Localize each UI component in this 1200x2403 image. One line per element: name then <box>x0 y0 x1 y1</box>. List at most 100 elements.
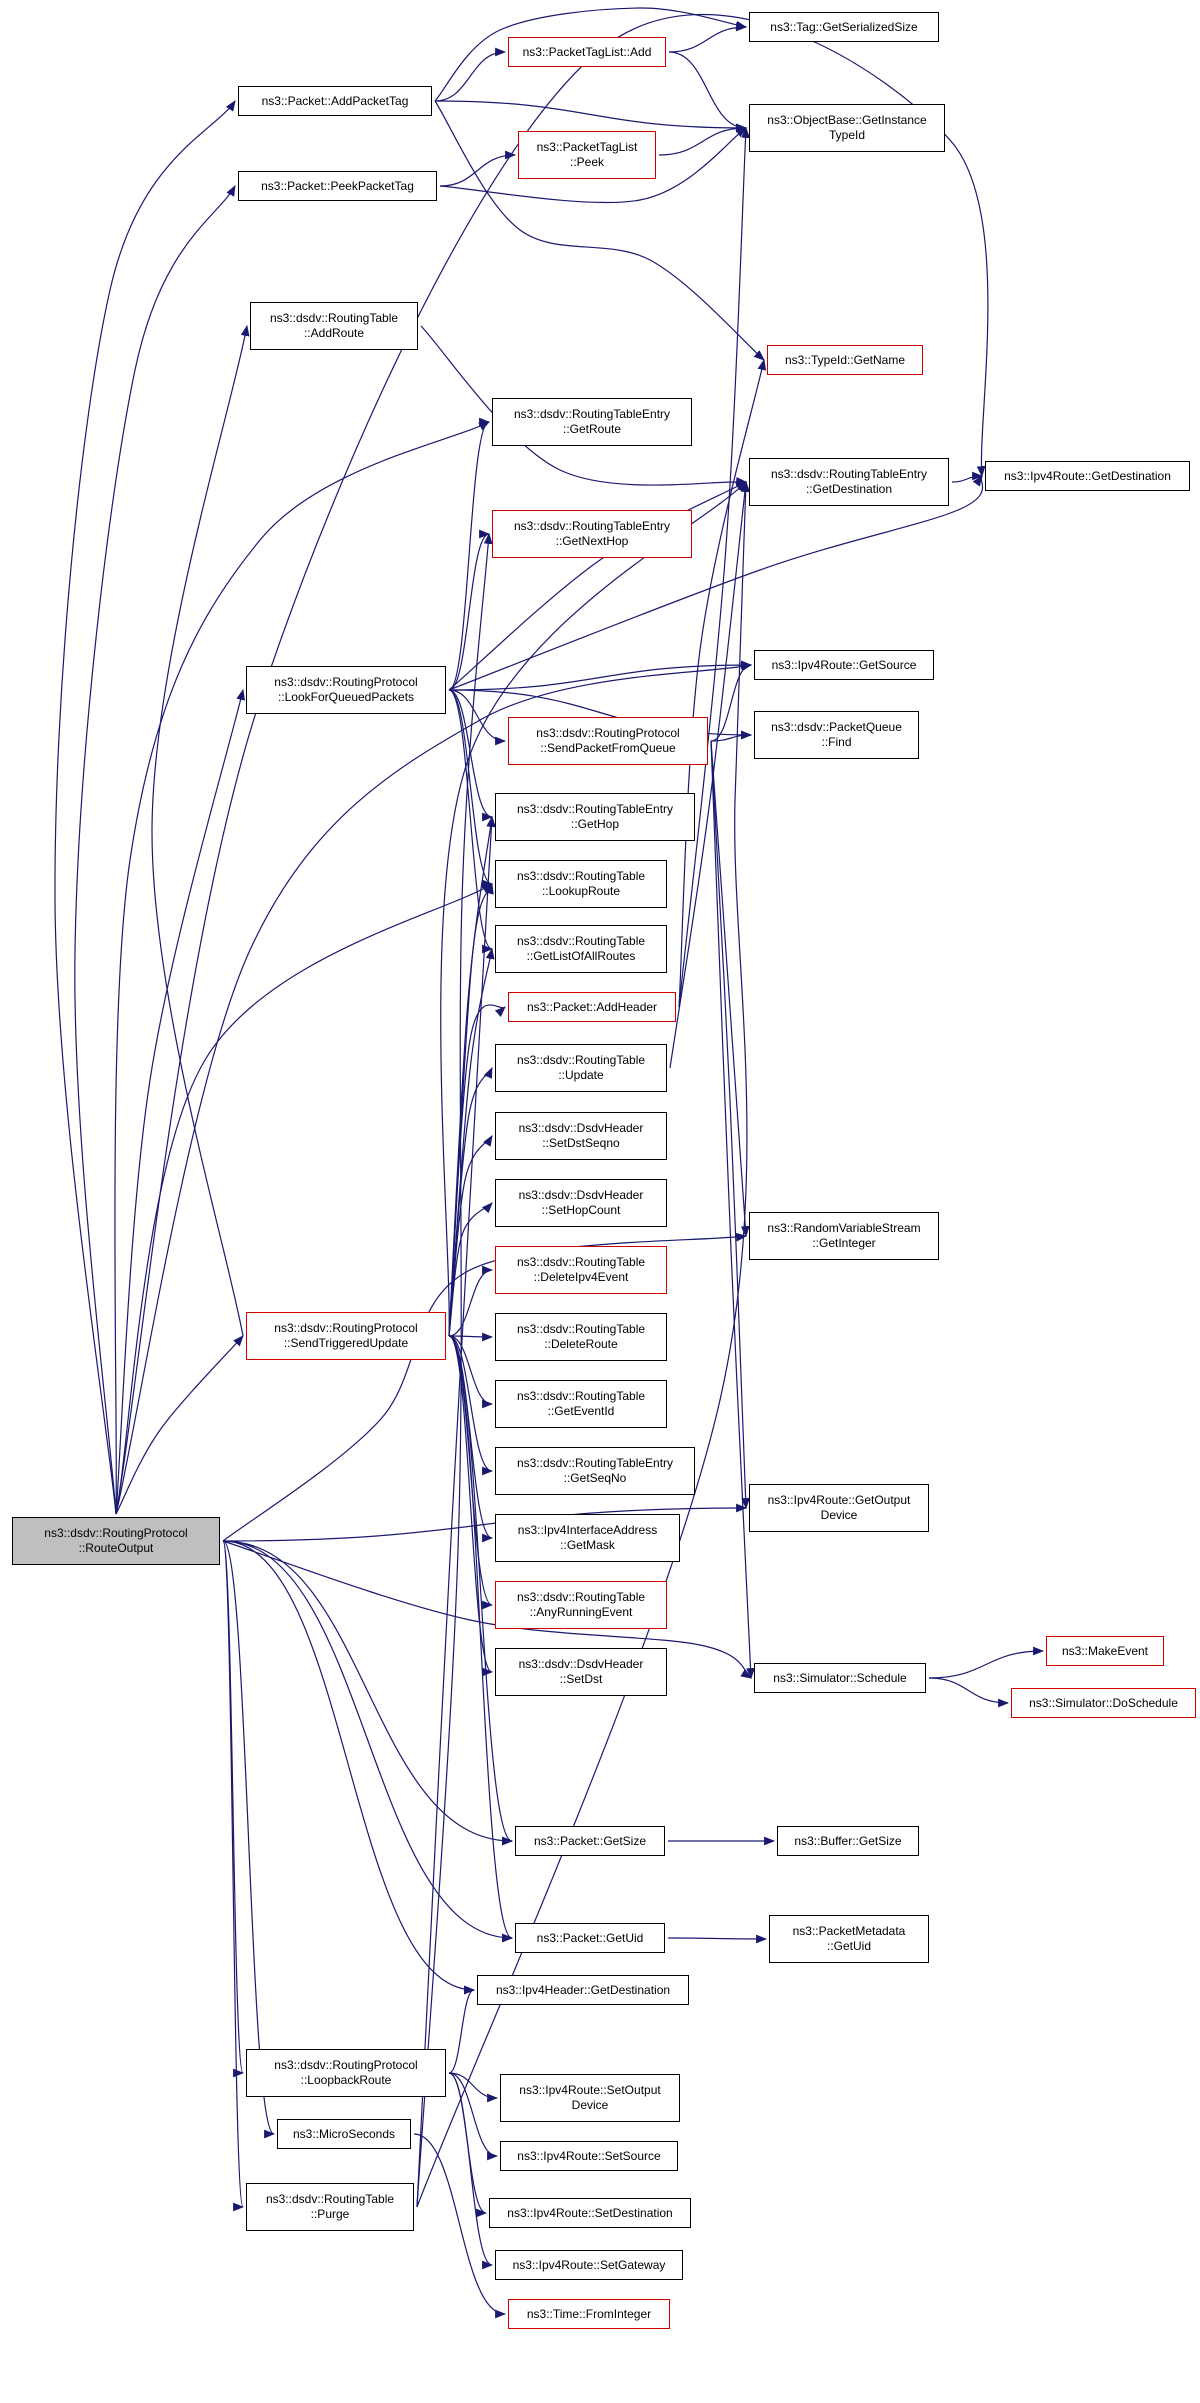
edge-loopbackroute-ipv4route_setoutputdevice <box>448 2072 499 2103</box>
node-simulator_schedule[interactable]: ns3::Simulator::Schedule <box>754 1663 926 1693</box>
edge-packettaglist_add-tag_getserializedsize <box>668 22 748 53</box>
node-ipv4header_getdestination[interactable]: ns3::Ipv4Header::GetDestination <box>477 1975 689 2005</box>
node-rt_purge[interactable]: ns3::dsdv::RoutingTable::Purge <box>246 2183 414 2231</box>
edge-packet_peekpackettag-packettaglist_peek <box>439 150 517 187</box>
edge-packet_addheader-typeid_getname <box>678 358 767 1008</box>
node-ipv4route_setgateway[interactable]: ns3::Ipv4Route::SetGateway <box>495 2250 683 2280</box>
node-tag_getserializedsize[interactable]: ns3::Tag::GetSerializedSize <box>749 12 939 42</box>
edge-sendpacketfromqueue-ipv4route_getsource <box>710 660 753 742</box>
edge-routeoutput-sendtriggeredupdate <box>115 1335 244 1515</box>
node-rvs_getinteger[interactable]: ns3::RandomVariableStream::GetInteger <box>749 1212 939 1260</box>
node-simulator_doschedule[interactable]: ns3::Simulator::DoSchedule <box>1011 1688 1196 1718</box>
node-packet_getuid[interactable]: ns3::Packet::GetUid <box>515 1923 665 1953</box>
node-label-line: ::DeleteIpv4Event <box>533 1270 629 1284</box>
node-ipv4route_getsource[interactable]: ns3::Ipv4Route::GetSource <box>754 650 934 680</box>
edge-sendpacketfromqueue-ipv4route_getoutputdevice <box>710 740 751 1510</box>
edge-sendtriggeredupdate-rte_getseqno <box>448 1335 494 1476</box>
node-time_frominteger[interactable]: ns3::Time::FromInteger <box>508 2299 670 2329</box>
node-ipv4route_setdestination[interactable]: ns3::Ipv4Route::SetDestination <box>489 2198 691 2228</box>
node-packet_peekpackettag[interactable]: ns3::Packet::PeekPacketTag <box>238 171 437 201</box>
node-routingtable_addroute[interactable]: ns3::dsdv::RoutingTable::AddRoute <box>250 302 418 350</box>
node-label-line: ns3::MicroSeconds <box>292 2126 396 2141</box>
node-label-line: ns3::PacketTagList::Add <box>522 44 652 59</box>
edge-sendtriggeredupdate-rt_lookuproute <box>448 882 494 1337</box>
node-packettaglist_peek[interactable]: ns3::PacketTagList::Peek <box>518 131 656 179</box>
node-rte_getnexthop[interactable]: ns3::dsdv::RoutingTableEntry::GetNextHop <box>492 510 692 558</box>
node-rt_deleteipv4event[interactable]: ns3::dsdv::RoutingTable::DeleteIpv4Event <box>495 1246 667 1294</box>
node-dsdvheader_sethopcount[interactable]: ns3::dsdv::DsdvHeader::SetHopCount <box>495 1179 667 1227</box>
node-rt_anyrunningevent[interactable]: ns3::dsdv::RoutingTable::AnyRunningEvent <box>495 1581 667 1629</box>
edge-routeoutput-ipv4route_getsource <box>115 662 753 1515</box>
node-label-line: ::GetRoute <box>562 422 622 436</box>
node-buffer_getsize[interactable]: ns3::Buffer::GetSize <box>777 1826 919 1856</box>
node-rt_update[interactable]: ns3::dsdv::RoutingTable::Update <box>495 1044 667 1092</box>
node-packetqueue_find[interactable]: ns3::dsdv::PacketQueue::Find <box>754 711 919 759</box>
node-label-line: ::RouteOutput <box>78 1541 154 1555</box>
node-sendtriggeredupdate[interactable]: ns3::dsdv::RoutingProtocol::SendTriggere… <box>246 1312 446 1360</box>
node-packetmetadata_getuid[interactable]: ns3::PacketMetadata::GetUid <box>769 1915 929 1963</box>
edge-lookforqueuedpackets-ipv4route_getdestination <box>448 475 984 691</box>
node-sendpacketfromqueue[interactable]: ns3::dsdv::RoutingProtocol::SendPacketFr… <box>508 717 708 765</box>
edge-sendtriggeredupdate-dsdvheader_setdstseqno <box>448 1135 493 1337</box>
edge-packettaglist_peek-objectbase_getinstancetypeid <box>658 123 748 156</box>
node-typeid_getname[interactable]: ns3::TypeId::GetName <box>767 345 923 375</box>
node-dsdvheader_setdst[interactable]: ns3::dsdv::DsdvHeader::SetDst <box>495 1648 667 1696</box>
node-label-line: ns3::Tag::GetSerializedSize <box>770 19 918 34</box>
node-label-line: ns3::dsdv::RoutingTableEntry <box>513 407 671 421</box>
node-label-line: ns3::PacketMetadata <box>792 1924 906 1938</box>
edge-routeoutput-rvs_getinteger <box>222 1232 748 1542</box>
node-lookforqueuedpackets[interactable]: ns3::dsdv::RoutingProtocol::LookForQueue… <box>246 666 446 714</box>
node-label-line: ns3::Ipv4Route::GetOutput <box>767 1493 911 1507</box>
node-label-line: ns3::Ipv4Route::SetGateway <box>512 2257 666 2272</box>
edge-routeoutput-lookforqueuedpackets <box>115 688 245 1515</box>
node-label-line: ::GetSeqNo <box>563 1471 627 1485</box>
node-rt_geteventid[interactable]: ns3::dsdv::RoutingTable::GetEventId <box>495 1380 667 1428</box>
edge-sendpacketfromqueue-simulator_schedule <box>710 740 755 1680</box>
node-packet_addheader[interactable]: ns3::Packet::AddHeader <box>508 992 676 1022</box>
node-makeevent[interactable]: ns3::MakeEvent <box>1046 1636 1164 1666</box>
edge-microseconds-time_frominteger <box>413 2133 507 2319</box>
node-packettaglist_add[interactable]: ns3::PacketTagList::Add <box>508 37 666 67</box>
edge-routeoutput-packet_peekpackettag <box>74 185 236 1515</box>
node-rte_getseqno[interactable]: ns3::dsdv::RoutingTableEntry::GetSeqNo <box>495 1447 695 1495</box>
edge-sendtriggeredupdate-rt_geteventid <box>448 1335 494 1409</box>
node-label-line: ::SendPacketFromQueue <box>540 741 676 755</box>
node-rt_lookuproute[interactable]: ns3::dsdv::RoutingTable::LookupRoute <box>495 860 667 908</box>
node-label-line: ::SetDst <box>559 1672 603 1686</box>
node-rt_deleteroute[interactable]: ns3::dsdv::RoutingTable::DeleteRoute <box>495 1313 667 1361</box>
node-label-line: ns3::Packet::AddPacketTag <box>261 93 409 108</box>
node-dsdvheader_setdstseqno[interactable]: ns3::dsdv::DsdvHeader::SetDstSeqno <box>495 1112 667 1160</box>
node-packet_getsize[interactable]: ns3::Packet::GetSize <box>515 1826 665 1856</box>
node-ipv4ifaddr_getmask[interactable]: ns3::Ipv4InterfaceAddress::GetMask <box>495 1514 680 1562</box>
node-label-line: ::DeleteRoute <box>544 1337 618 1351</box>
node-rte_getroute[interactable]: ns3::dsdv::RoutingTableEntry::GetRoute <box>492 398 692 446</box>
node-ipv4route_getdestination[interactable]: ns3::Ipv4Route::GetDestination <box>985 461 1190 491</box>
edge-sendtriggeredupdate-routingtable_addroute <box>151 324 250 1337</box>
node-loopbackroute[interactable]: ns3::dsdv::RoutingProtocol::LoopbackRout… <box>246 2049 446 2097</box>
edge-packet_addpackettag-typeid_getname <box>434 100 765 361</box>
edge-routeoutput-ipv4route_getdestination <box>115 13 989 1515</box>
edge-packettaglist_add-objectbase_getinstancetypeid <box>668 51 748 133</box>
node-rte_getdestination[interactable]: ns3::dsdv::RoutingTableEntry::GetDestina… <box>749 458 949 506</box>
node-routeoutput: ns3::dsdv::RoutingProtocol::RouteOutput <box>12 1517 220 1565</box>
node-rte_gethop[interactable]: ns3::dsdv::RoutingTableEntry::GetHop <box>495 793 695 841</box>
edge-loopbackroute-ipv4route_setgateway <box>448 2072 494 2270</box>
node-ipv4route_setsource[interactable]: ns3::Ipv4Route::SetSource <box>500 2141 678 2171</box>
edge-simulator_schedule-simulator_doschedule <box>928 1677 1010 1708</box>
node-label-line: ns3::dsdv::RoutingProtocol <box>274 2058 418 2072</box>
node-microseconds[interactable]: ns3::MicroSeconds <box>277 2119 411 2149</box>
node-label-line: ::Find <box>821 735 852 749</box>
node-label-line: ::GetHop <box>570 817 620 831</box>
node-packet_addpackettag[interactable]: ns3::Packet::AddPacketTag <box>238 86 432 116</box>
edge-routeoutput-rt_lookuproute <box>115 883 493 1515</box>
node-label-line: ::SendTriggeredUpdate <box>283 1336 409 1350</box>
node-rt_getlistofallroutes[interactable]: ns3::dsdv::RoutingTable::GetListOfAllRou… <box>495 925 667 973</box>
node-label-line: ::AddRoute <box>303 326 365 340</box>
node-label-line: ns3::dsdv::RoutingTable <box>269 311 399 325</box>
edge-packet_addpackettag-tag_getserializedsize <box>434 7 748 102</box>
edge-sendtriggeredupdate-rt_update <box>448 1067 493 1337</box>
node-label-line: ns3::dsdv::DsdvHeader <box>518 1657 644 1671</box>
